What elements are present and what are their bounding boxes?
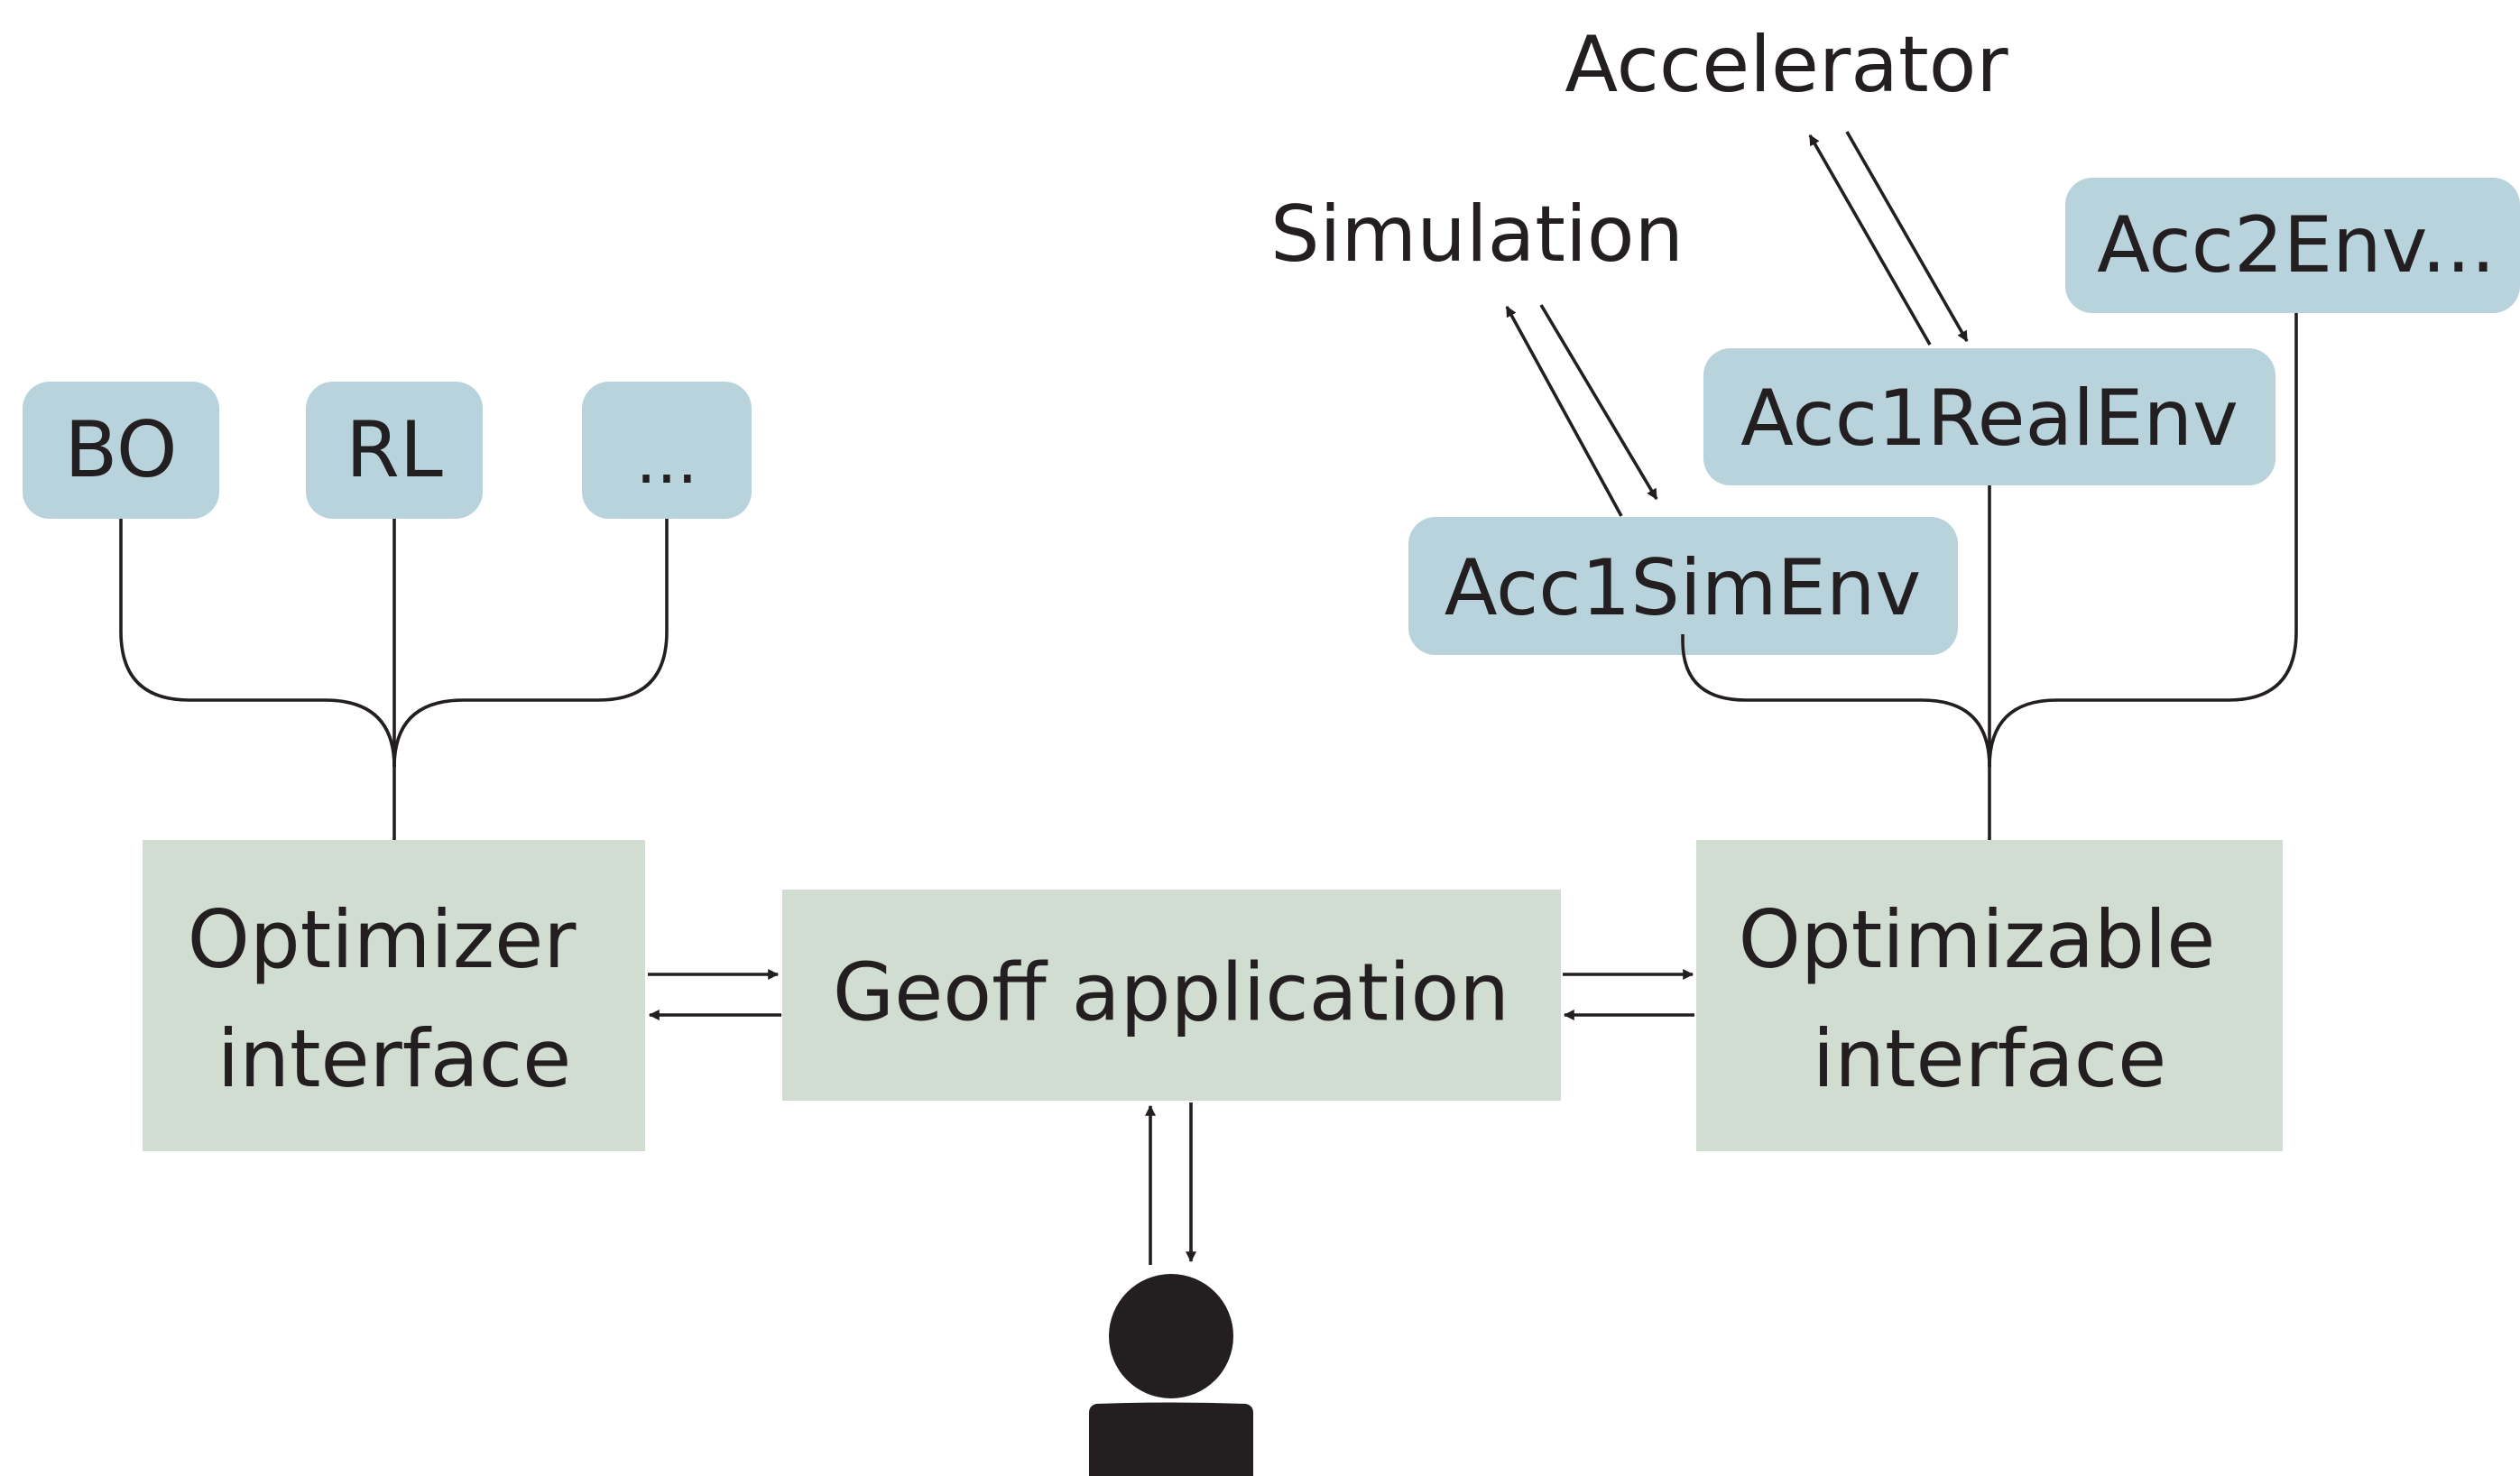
optimizer-rl-label: RL [346, 405, 443, 495]
optimizer-bo-label: BO [64, 405, 177, 495]
optimizer-more-node[interactable]: ... [582, 382, 752, 519]
optimizable-interface-line-1: Optimizable [1739, 893, 2216, 986]
arrow-real-env-to-accelerator [1808, 134, 1932, 346]
optimizable-interface-node[interactable]: Optimizable interface [1696, 840, 2283, 1151]
optimizer-interface-label: Optimizer interface [188, 893, 602, 1105]
env-acc2-node[interactable]: Acc2Env... [2065, 178, 2520, 313]
optimizer-interface-node[interactable]: Optimizer interface [143, 840, 645, 1151]
geoff-application-node[interactable]: Geoff application [782, 890, 1561, 1101]
arrow-simulation-to-sim-env [1539, 304, 1658, 501]
optimizer-bo-node[interactable]: BO [23, 382, 219, 519]
arrows-sim-env-simulation [1505, 304, 1658, 517]
env-acc1-real-label: Acc1RealEnv [1740, 374, 2238, 464]
env-acc1-sim-node[interactable]: Acc1SimEnv [1408, 517, 1958, 655]
person-icon [1089, 1274, 1253, 1476]
optimizable-interface-line-2: interface [1813, 1012, 2166, 1105]
arrow-sim-env-to-simulation [1505, 305, 1623, 517]
optimizer-rl-node[interactable]: RL [306, 382, 483, 519]
optimizable-interface-label: Optimizable interface [1739, 893, 2241, 1105]
env-acc1-real-node[interactable]: Acc1RealEnv [1703, 348, 2275, 485]
geoff-application-label: Geoff application [833, 946, 1509, 1039]
simulation-label: Simulation [1270, 189, 1684, 280]
arrow-accelerator-to-real-env [1845, 131, 1969, 343]
env-acc1-sim-label: Acc1SimEnv [1445, 543, 1922, 633]
environment-connector-tree [1681, 313, 2298, 840]
accelerator-label: Accelerator [1565, 20, 2008, 110]
env-acc2-label: Acc2Env... [2097, 200, 2496, 291]
optimizer-interface-line-1: Optimizer [188, 893, 577, 986]
arrows-optimizer-application [648, 969, 781, 1020]
optimizer-interface-line-2: interface [217, 1012, 571, 1105]
arrows-application-optimizable [1563, 969, 1694, 1020]
arrows-real-env-accelerator [1808, 131, 1969, 346]
optimizer-more-label: ... [636, 422, 698, 498]
arrows-user-application [1145, 1102, 1196, 1265]
optimizer-connector-tree [119, 519, 669, 840]
